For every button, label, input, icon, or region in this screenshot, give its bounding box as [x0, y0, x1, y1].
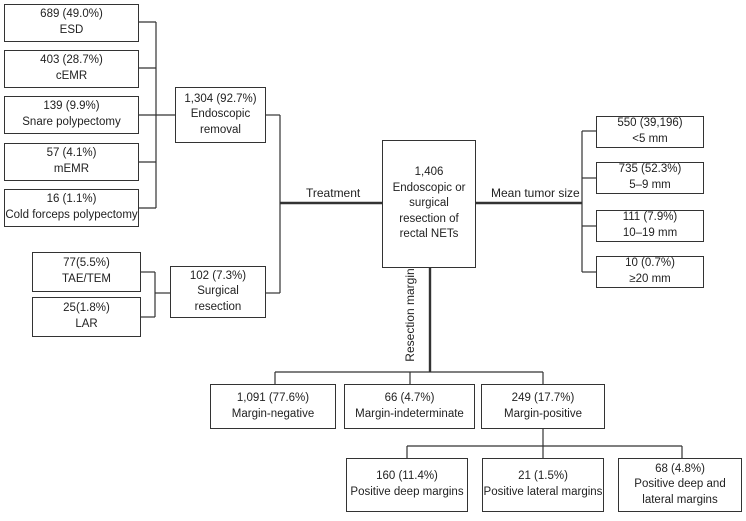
procedure-box-snare: 139 (9.9%) Snare polypectomy [4, 96, 139, 134]
positive-lateral-box: 21 (1.5%) Positive lateral margins [482, 458, 604, 512]
margin-positive-box: 249 (17.7%) Margin-positive [481, 384, 605, 429]
endoscopic-removal-box: 1,304 (92.7%) Endoscopic removal [175, 87, 266, 143]
surgical-resection-box: 102 (7.3%) Surgical resection [170, 266, 266, 318]
resection-margin-label: Resection margin [403, 268, 417, 362]
procedure-box-esd: 689 (49.0%) ESD [4, 4, 139, 42]
total-resection-box: 1,406 Endoscopic or surgical resection o… [382, 140, 476, 268]
margin-indeterminate-box: 66 (4.7%) Margin-indeterminate [344, 384, 475, 429]
treatment-label: Treatment [306, 186, 361, 200]
tumor-size-box-lt5: 550 (39,196) <5 mm [596, 116, 704, 148]
tumor-size-box-10-19: 111 (7.9%) 10–19 mm [596, 210, 704, 242]
procedure-box-memr: 57 (4.1%) mEMR [4, 143, 139, 181]
procedure-box-lar: 25(1.8%) LAR [32, 297, 141, 337]
tumor-size-box-gte20: 10 (0.7%) ≥20 mm [596, 256, 704, 288]
positive-deep-box: 160 (11.4%) Positive deep margins [346, 458, 468, 512]
procedure-box-cemr: 403 (28.7%) cEMR [4, 50, 139, 88]
margin-negative-box: 1,091 (77.6%) Margin-negative [210, 384, 336, 429]
positive-deep-lateral-box: 68 (4.8%) Positive deep and lateral marg… [618, 458, 742, 512]
procedure-box-cold-forceps: 16 (1.1%) Cold forceps polypectomy [4, 189, 139, 227]
mean-tumor-size-label: Mean tumor size [491, 186, 580, 200]
procedure-box-tae-tem: 77(5.5%) TAE/TEM [32, 252, 141, 292]
tumor-size-box-5-9: 735 (52.3%) 5–9 mm [596, 162, 704, 194]
